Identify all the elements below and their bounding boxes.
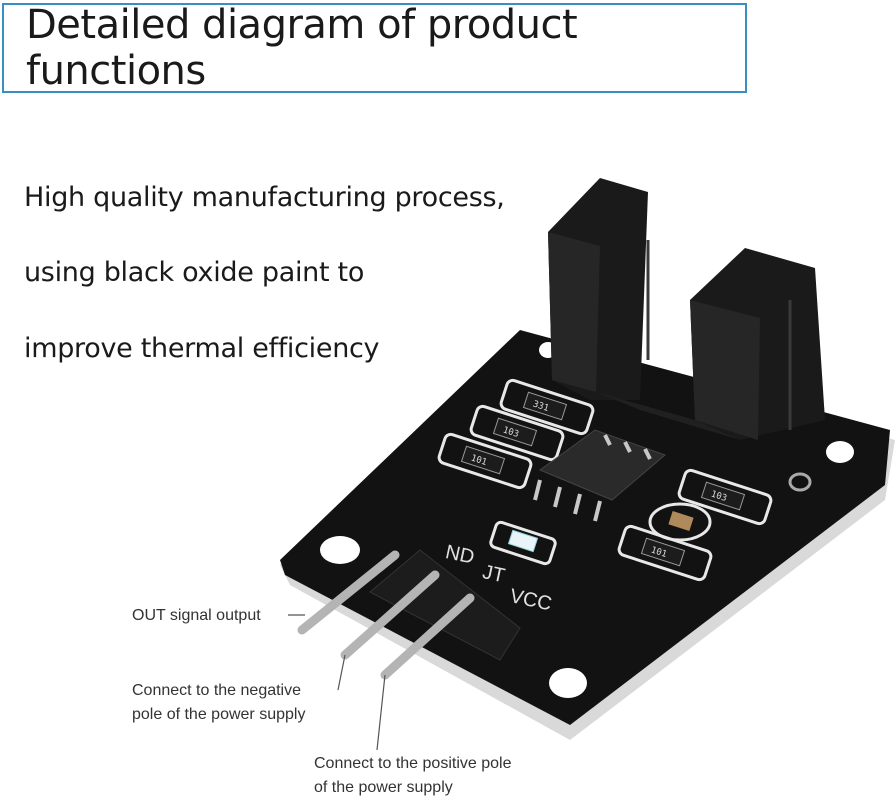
mounting-hole [826, 441, 854, 463]
resistor-pad [499, 378, 595, 436]
callout-negative: Connect to the negative pole of the powe… [132, 679, 305, 727]
ic-pin [593, 500, 602, 522]
callout-leader-positive [376, 674, 386, 751]
slot-sensor-right-face [690, 300, 760, 440]
resistor-marking: 331 [531, 399, 550, 414]
callout-out-signal: OUT signal output [132, 607, 261, 624]
resistor-pad [437, 432, 533, 490]
callout-negative-line-2: pole of the power supply [132, 706, 306, 723]
resistor-body [522, 391, 568, 421]
callout-positive-line-2: of the power supply [314, 779, 453, 796]
description-line-1: High quality manufacturing process, [24, 182, 505, 213]
capacitor-pad [648, 502, 712, 542]
resistor-marking: 103 [501, 425, 520, 440]
mounting-hole [549, 668, 587, 698]
slot-sensor-left-face [548, 232, 600, 392]
callout-positive-line-1: Connect to the positive pole [314, 755, 512, 772]
description-line-3: improve thermal efficiency [24, 333, 380, 364]
pin-vcc [380, 593, 475, 680]
callout-leader-negative [337, 654, 346, 691]
capacitor [668, 510, 694, 532]
resistor-marking: 103 [709, 489, 728, 504]
led-pad [489, 520, 557, 566]
mounting-hole [320, 536, 360, 564]
title-box: Detailed diagram of product functions [2, 2, 747, 94]
resistor-body [700, 481, 746, 511]
resistor-body [460, 445, 506, 475]
resistor-pad [469, 404, 565, 462]
status-led [507, 529, 539, 553]
ic-pin [553, 486, 562, 508]
resistor-marking: 101 [649, 545, 668, 560]
pin-gnd [340, 570, 440, 660]
resistor-marking: 101 [469, 453, 488, 468]
resistor-body [492, 417, 538, 447]
slot-sensor-base [596, 392, 740, 440]
pin-out [297, 550, 400, 635]
ic-pin [643, 448, 652, 460]
page-title: Detailed diagram of product functions [26, 2, 578, 94]
ic-pin [603, 434, 612, 446]
resistor-pad [677, 468, 773, 526]
pin-label-out: JT [481, 561, 507, 587]
resistor-body [640, 537, 686, 567]
ic-pin [573, 493, 582, 515]
ic-pin [623, 441, 632, 453]
callout-positive: Connect to the positive pole of the powe… [314, 752, 511, 800]
description-line-2: using black oxide paint to [24, 257, 365, 288]
pin-header [369, 549, 521, 661]
callout-negative-line-1: Connect to the negative [132, 682, 302, 699]
via-ring [788, 472, 812, 492]
ic-chip [538, 429, 666, 501]
ic-pin [533, 479, 542, 501]
